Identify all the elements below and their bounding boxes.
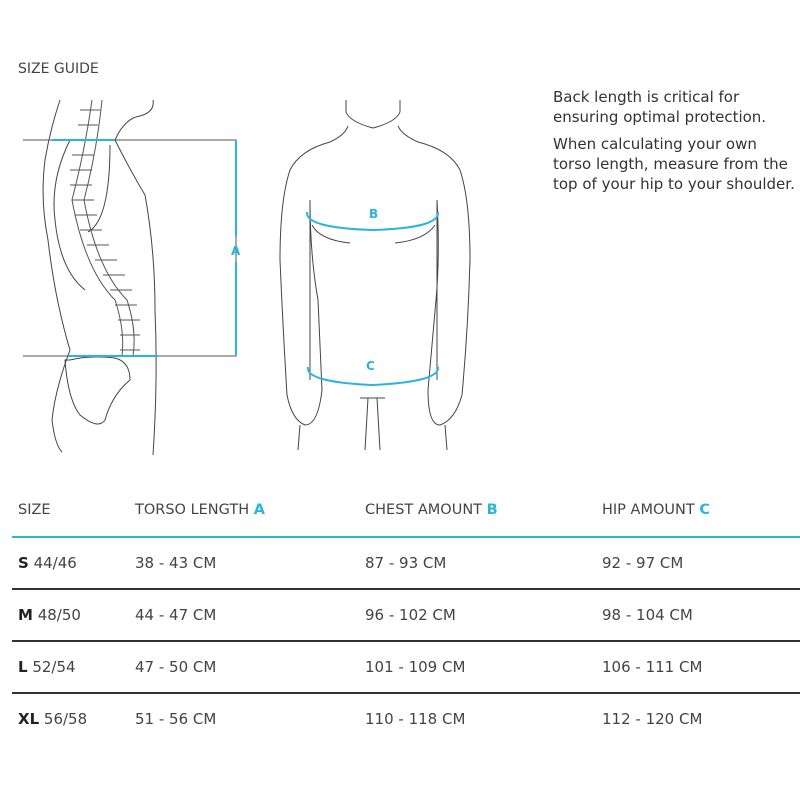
size-cell: XL 56/58 — [18, 710, 88, 728]
side-view-figure — [42, 99, 157, 456]
chest-cell: 110 - 118 CM — [365, 710, 466, 728]
header-chest: CHEST AMOUNT B — [365, 502, 498, 518]
hip-cell: 98 - 104 CM — [602, 606, 693, 624]
label-b: B — [369, 207, 378, 221]
spine — [70, 99, 140, 357]
header-divider — [12, 536, 800, 538]
header-hip: HIP AMOUNT C — [602, 502, 710, 518]
page-title: SIZE GUIDE — [18, 61, 99, 77]
row-divider — [12, 588, 800, 590]
label-a: A — [231, 244, 241, 258]
chest-cell: 96 - 102 CM — [365, 606, 456, 624]
row-divider — [12, 692, 800, 694]
description: Back length is critical for ensuring opt… — [553, 87, 798, 201]
torso-cell: 44 - 47 CM — [135, 606, 217, 624]
size-cell: S 44/46 — [18, 554, 77, 572]
torso-length-measure — [23, 139, 237, 357]
torso-cell: 38 - 43 CM — [135, 554, 217, 572]
size-cell: M 48/50 — [18, 606, 81, 624]
torso-cell: 47 - 50 CM — [135, 658, 217, 676]
size-cell: L 52/54 — [18, 658, 76, 676]
table-row: XL 56/58 51 - 56 CM 110 - 118 CM 112 - 1… — [0, 710, 800, 762]
measure-rings — [306, 211, 439, 387]
header-torso: TORSO LENGTH A — [135, 502, 265, 518]
hip-cell: 112 - 120 CM — [602, 710, 703, 728]
table-row: M 48/50 44 - 47 CM 96 - 102 CM 98 - 104 … — [0, 606, 800, 658]
label-c: C — [366, 359, 375, 373]
hip-cell: 106 - 111 CM — [602, 658, 703, 676]
description-line: When calculating your own torso length, … — [553, 135, 795, 193]
hip-cell: 92 - 97 CM — [602, 554, 684, 572]
description-line: Back length is critical for ensuring opt… — [553, 88, 767, 126]
table-row: L 52/54 47 - 50 CM 101 - 109 CM 106 - 11… — [0, 658, 800, 710]
chest-cell: 101 - 109 CM — [365, 658, 466, 676]
chest-cell: 87 - 93 CM — [365, 554, 447, 572]
torso-cell: 51 - 56 CM — [135, 710, 217, 728]
table-row: S 44/46 38 - 43 CM 87 - 93 CM 92 - 97 CM — [0, 554, 800, 606]
header-size: SIZE — [18, 502, 51, 518]
front-view-figure — [279, 100, 471, 451]
table-header: SIZE TORSO LENGTH A CHEST AMOUNT B HIP A… — [0, 502, 800, 554]
row-divider — [12, 640, 800, 642]
body-illustration: A B C — [23, 99, 471, 456]
